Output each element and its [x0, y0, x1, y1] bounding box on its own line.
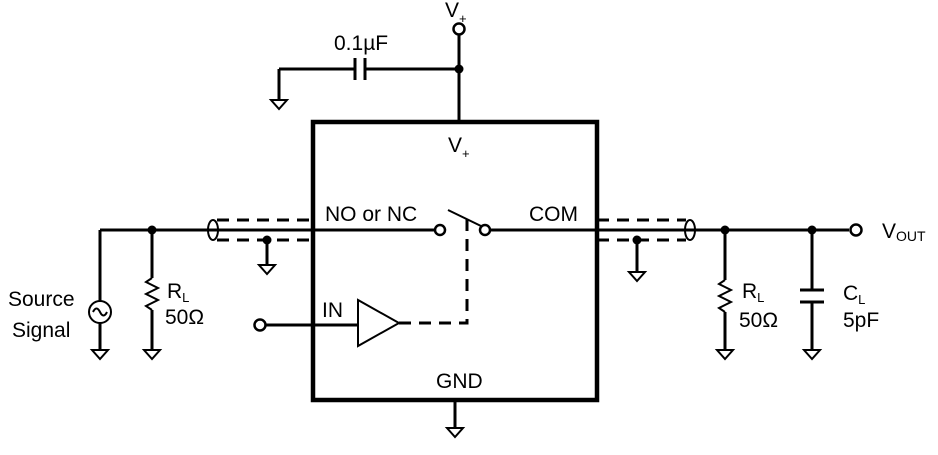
source-label-line2: Signal	[12, 319, 70, 342]
vplus-terminal	[452, 22, 466, 36]
rl-output-label: RL	[742, 280, 764, 305]
ground-icon	[91, 349, 109, 360]
ground-icon	[803, 349, 821, 360]
output-network	[490, 218, 863, 360]
resistor-icon	[716, 279, 734, 313]
ground-icon	[446, 427, 464, 438]
com-label: COM	[529, 203, 578, 226]
vplus-top-label: V+	[445, 0, 467, 26]
ground-icon	[628, 271, 646, 282]
in-label: IN	[322, 299, 343, 322]
bypass-cap-label: 0.1µF	[334, 32, 388, 55]
vout-label: VOUT	[882, 220, 926, 244]
switch-arm	[447, 209, 482, 227]
rl-output-value: 50Ω	[739, 309, 778, 332]
cl-value: 5pF	[843, 309, 879, 332]
no-nc-label: NO or NC	[325, 203, 417, 226]
no-nc-contact	[433, 223, 447, 237]
cl-label: CL	[843, 282, 865, 307]
ground-icon	[270, 99, 288, 110]
in-terminal	[253, 318, 267, 332]
switch-element	[253, 209, 492, 348]
rl-input-label: RL	[167, 280, 189, 305]
input-network	[88, 218, 447, 360]
ground-icon	[143, 349, 161, 360]
rl-input-value: 50Ω	[165, 306, 204, 329]
coax-icon	[207, 219, 219, 241]
ground-icon	[258, 264, 276, 275]
ic-package-box	[310, 119, 600, 403]
resistor-icon	[143, 277, 161, 311]
switch-pivot	[478, 223, 492, 237]
vout-terminal	[849, 223, 863, 237]
buffer-icon	[357, 298, 402, 348]
vplus-pin-label: V+	[448, 134, 470, 161]
supply-network	[270, 22, 466, 122]
gnd-label: GND	[436, 370, 483, 393]
coax-icon	[684, 219, 696, 241]
ground-icon	[716, 349, 734, 360]
source-label-line1: Source	[8, 288, 75, 311]
